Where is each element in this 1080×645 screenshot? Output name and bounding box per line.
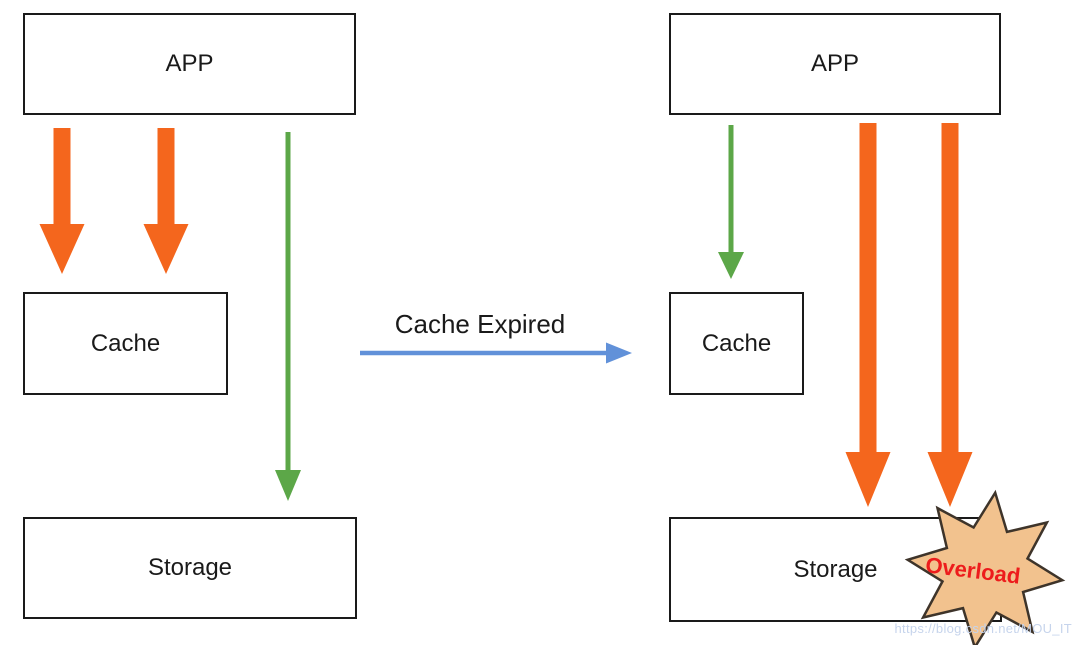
left-storage-box: Storage	[23, 517, 357, 619]
right-cache-box: Cache	[669, 292, 804, 395]
left-cache-box: Cache	[23, 292, 228, 395]
left-storage-label: Storage	[147, 554, 233, 581]
cache-expired-arrow-icon	[360, 342, 632, 364]
left-cache-label: Cache	[90, 329, 161, 357]
watermark-text: https://blog.csdn.net/MOU_IT	[894, 621, 1072, 636]
right-app-to-cache-arrow-icon	[718, 125, 744, 279]
right-app-label: APP	[810, 50, 860, 77]
right-cache-label: Cache	[701, 329, 772, 357]
right-app-to-storage-arrow-2-icon	[927, 123, 973, 507]
left-app-to-cache-arrow-2-icon	[143, 128, 189, 274]
cache-expired-label: Cache Expired	[394, 309, 566, 339]
left-app-box: APP	[23, 13, 356, 115]
right-storage-label: Storage	[793, 555, 878, 583]
right-storage-box: Storage	[669, 517, 1002, 622]
left-app-label: APP	[165, 50, 214, 77]
left-app-to-cache-arrow-1-icon	[39, 128, 85, 274]
right-app-to-storage-arrow-1-icon	[845, 123, 891, 507]
right-app-box: APP	[669, 13, 1001, 115]
left-app-to-storage-arrow-icon	[275, 132, 301, 501]
